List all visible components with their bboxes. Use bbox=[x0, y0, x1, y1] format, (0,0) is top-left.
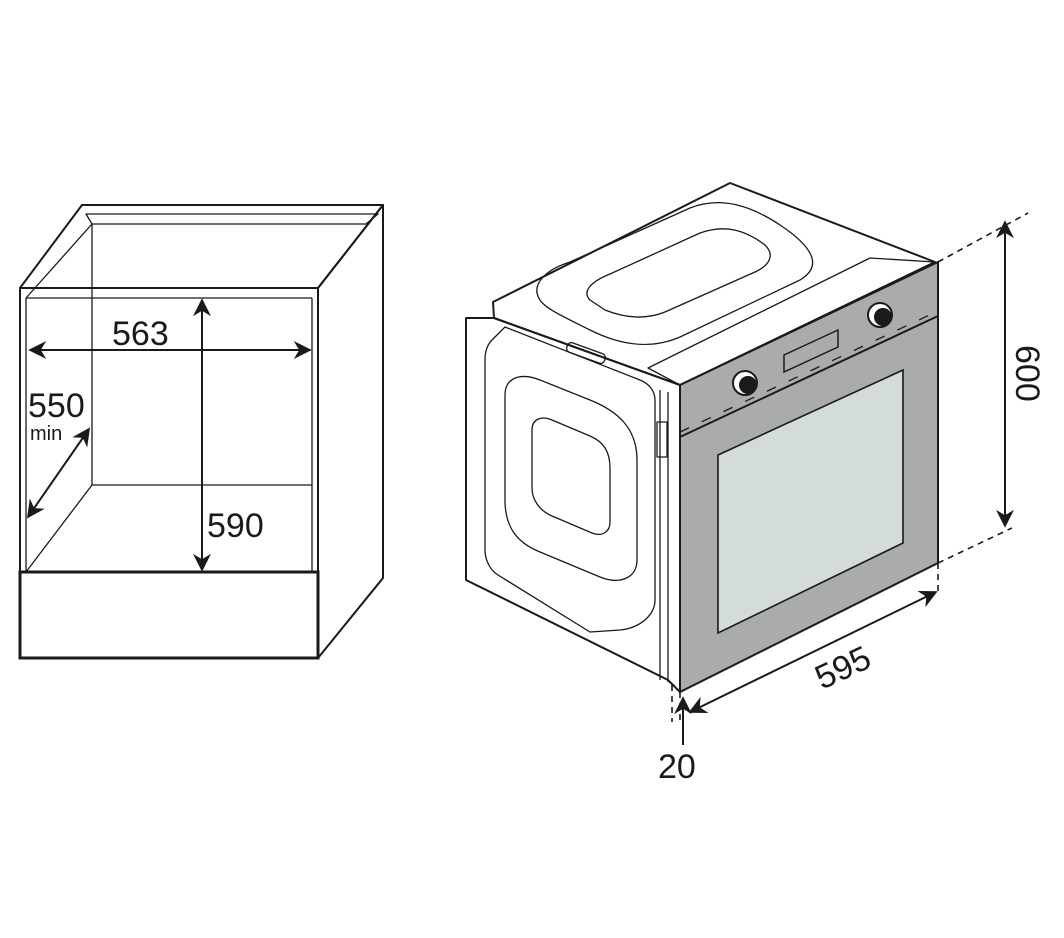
side-embossing-outer bbox=[504, 375, 638, 581]
oven-drawing: 600 595 20 bbox=[465, 182, 1046, 786]
cabinet-width-label: 563 bbox=[112, 315, 169, 353]
side-panel bbox=[484, 326, 656, 633]
oven-height-label: 600 bbox=[1008, 345, 1046, 402]
depth-dimension-arrow bbox=[26, 427, 91, 519]
top-vent-inner bbox=[586, 228, 771, 318]
top-vent-outer bbox=[536, 201, 814, 346]
cabinet-height-label: 590 bbox=[207, 507, 264, 545]
cabinet-depth-qualifier: min bbox=[30, 423, 62, 445]
cabinet-depth-label: 550 bbox=[28, 387, 85, 425]
oven-side bbox=[465, 317, 681, 693]
cabinet-side bbox=[317, 204, 384, 659]
cabinet-front-frame bbox=[19, 287, 319, 659]
side-handle-slot bbox=[565, 341, 607, 365]
oven-width-label: 595 bbox=[809, 639, 876, 697]
control-panel-divider bbox=[679, 315, 939, 438]
cabinet-drawing: 563 590 550 min bbox=[18, 204, 384, 660]
oven-width-arrow bbox=[688, 591, 938, 713]
oven-protrusion-label: 20 bbox=[658, 748, 696, 786]
knob-right-icon bbox=[867, 302, 893, 328]
side-embossing-inner bbox=[531, 417, 611, 536]
cabinet-drawer bbox=[18, 570, 320, 660]
cabinet-top-rail bbox=[85, 213, 379, 225]
knob-left-icon bbox=[732, 370, 758, 396]
oven-window bbox=[717, 368, 904, 635]
display bbox=[783, 328, 839, 374]
